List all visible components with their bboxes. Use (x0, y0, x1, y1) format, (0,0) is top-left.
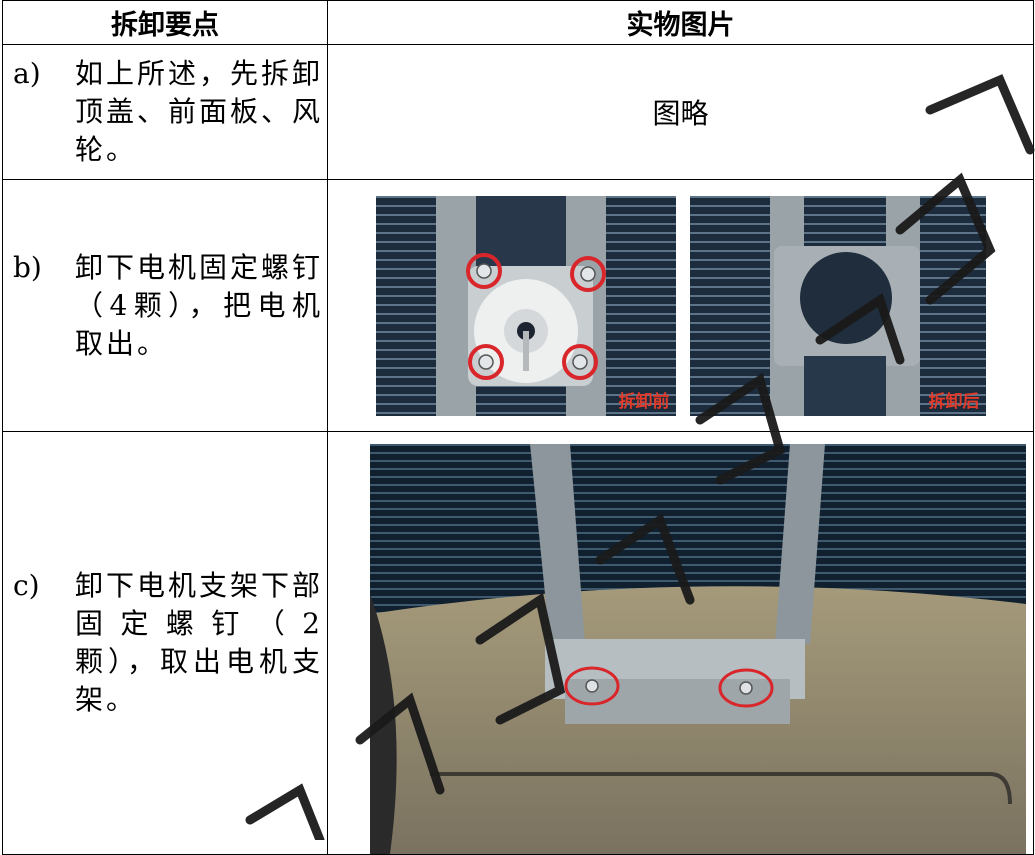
step-b-cell: b) 卸下电机固定螺钉（4颗），把电机取出。 (2, 179, 328, 432)
step-c-image-cell (327, 431, 1034, 855)
motor-removed-photo (689, 195, 986, 416)
step-a-label: a) (13, 57, 41, 90)
table-header-row: 拆卸要点 实物图片 (2, 0, 1034, 45)
photo-after-disassembly: 拆卸后 (689, 195, 986, 416)
photo-bracket-screws (370, 444, 1026, 854)
step-b-label: b) (13, 250, 42, 284)
photo-before-disassembly: 拆卸前 (375, 195, 676, 416)
step-b-image-cell: 拆卸前 (327, 179, 1034, 432)
image-omitted-note: 图略 (652, 97, 709, 130)
step-a-cell: a) 如上所述，先拆卸顶盖、前面板、风轮。 (2, 44, 328, 180)
after-tag: 拆卸后 (928, 391, 980, 412)
header-photos: 实物图片 (327, 0, 1034, 45)
table-row-b: b) 卸下电机固定螺钉（4颗），把电机取出。 (2, 179, 1034, 432)
step-c-text: 卸下电机支架下部固定螺钉（2颗），取出电机支架。 (75, 569, 324, 716)
motor-mounted-photo (375, 195, 676, 416)
step-a-text: 如上所述，先拆卸顶盖、前面板、风轮。 (75, 57, 324, 166)
header-key-points: 拆卸要点 (2, 0, 328, 45)
step-b-text: 卸下电机固定螺钉（4颗），把电机取出。 (75, 250, 324, 360)
step-a-image-cell: 图略 (327, 44, 1034, 180)
step-c-label: c) (13, 569, 40, 602)
before-tag: 拆卸前 (618, 391, 670, 412)
table-row-a: a) 如上所述，先拆卸顶盖、前面板、风轮。 图略 (2, 44, 1034, 180)
table-row-c: c) 卸下电机支架下部固定螺钉（2颗），取出电机支架。 (2, 431, 1034, 855)
step-c-cell: c) 卸下电机支架下部固定螺钉（2颗），取出电机支架。 (2, 431, 328, 855)
bracket-photo (370, 444, 1026, 854)
